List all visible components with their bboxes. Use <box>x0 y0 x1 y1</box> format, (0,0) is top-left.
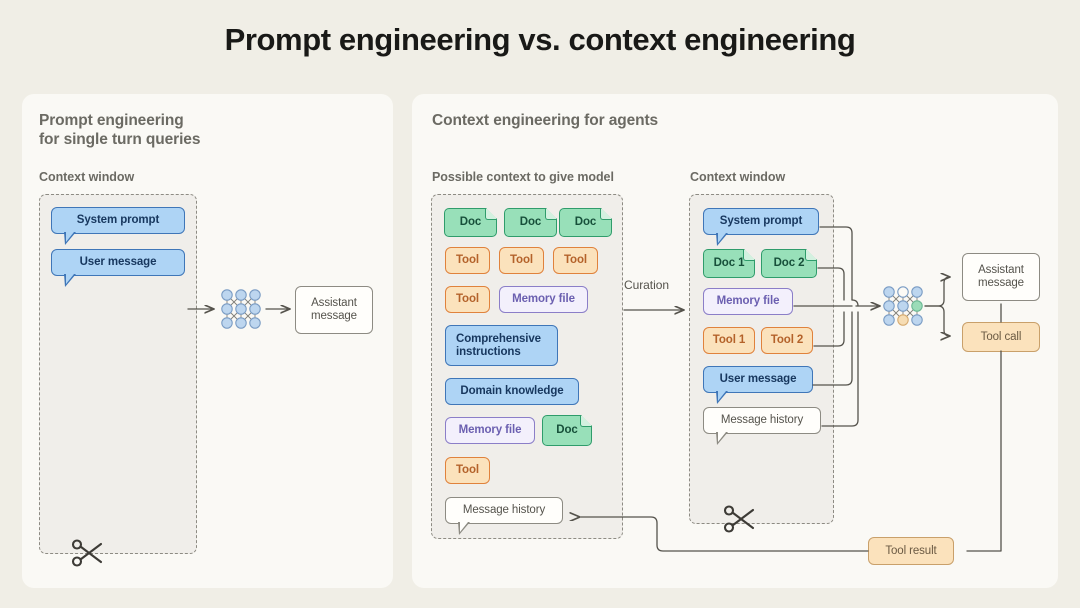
scissors-icon <box>70 537 106 574</box>
node-assistant-message[interactable]: Assistant message <box>962 253 1040 301</box>
node-tool[interactable]: Tool <box>499 247 544 274</box>
node-user-message[interactable]: User message <box>51 249 185 287</box>
node-doc[interactable]: Doc <box>542 415 592 446</box>
node-memory-file[interactable]: Memory file <box>445 417 535 444</box>
left-context-window <box>39 194 197 554</box>
ctx-node-tool-2[interactable]: Tool 2 <box>761 327 813 354</box>
node-message-history[interactable]: Message history <box>445 497 563 535</box>
neural-network-icon <box>216 286 266 337</box>
doc-fold-icon <box>600 209 611 220</box>
ctx-node-tool-1[interactable]: Tool 1 <box>703 327 755 354</box>
possible-context-label: Possible context to give model <box>432 170 614 184</box>
node-system-prompt[interactable]: System prompt <box>51 207 185 245</box>
node-doc[interactable]: Doc <box>559 208 612 237</box>
panel-context-engineering: Context engineering for agents Possible … <box>412 94 1058 588</box>
node-tool[interactable]: Tool <box>445 286 490 313</box>
ctx-node-memory-file[interactable]: Memory file <box>703 288 793 315</box>
page-title: Prompt engineering vs. context engineeri… <box>224 22 856 57</box>
doc-fold-icon <box>485 209 496 220</box>
node-doc[interactable]: Doc <box>444 208 497 237</box>
right-context-window <box>689 194 834 524</box>
left-context-window-label: Context window <box>39 170 135 184</box>
node-tool-call[interactable]: Tool call <box>962 322 1040 352</box>
doc-fold-icon <box>580 416 591 427</box>
ctx-node-user-message[interactable]: User message <box>703 366 813 404</box>
node-doc[interactable]: Doc <box>504 208 557 237</box>
doc-fold-icon <box>545 209 556 220</box>
node-memory-file[interactable]: Memory file <box>499 286 588 313</box>
left-panel-title: Prompt engineering for single turn queri… <box>39 112 201 148</box>
node-tool-result[interactable]: Tool result <box>868 537 954 565</box>
node-comprehensive-instructions[interactable]: Comprehensive instructions <box>445 325 558 366</box>
right-context-window-label: Context window <box>690 170 786 184</box>
node-domain-knowledge[interactable]: Domain knowledge <box>445 378 579 405</box>
scissors-icon <box>722 503 758 540</box>
node-assistant-message[interactable]: Assistant message <box>295 286 373 334</box>
ctx-node-doc-2[interactable]: Doc 2 <box>761 249 817 278</box>
neural-network-icon <box>878 283 928 334</box>
ctx-node-system-prompt[interactable]: System prompt <box>703 208 819 246</box>
ctx-node-doc-1[interactable]: Doc 1 <box>703 249 755 278</box>
right-panel-title: Context engineering for agents <box>432 112 659 129</box>
doc-fold-icon <box>743 250 754 261</box>
panel-prompt-engineering: Prompt engineering for single turn queri… <box>22 94 393 588</box>
node-tool[interactable]: Tool <box>445 457 490 484</box>
node-tool[interactable]: Tool <box>445 247 490 274</box>
doc-fold-icon <box>805 250 816 261</box>
curation-label: Curation <box>624 278 669 292</box>
node-tool[interactable]: Tool <box>553 247 598 274</box>
possible-context-box <box>431 194 623 539</box>
ctx-node-message-history[interactable]: Message history <box>703 407 821 445</box>
